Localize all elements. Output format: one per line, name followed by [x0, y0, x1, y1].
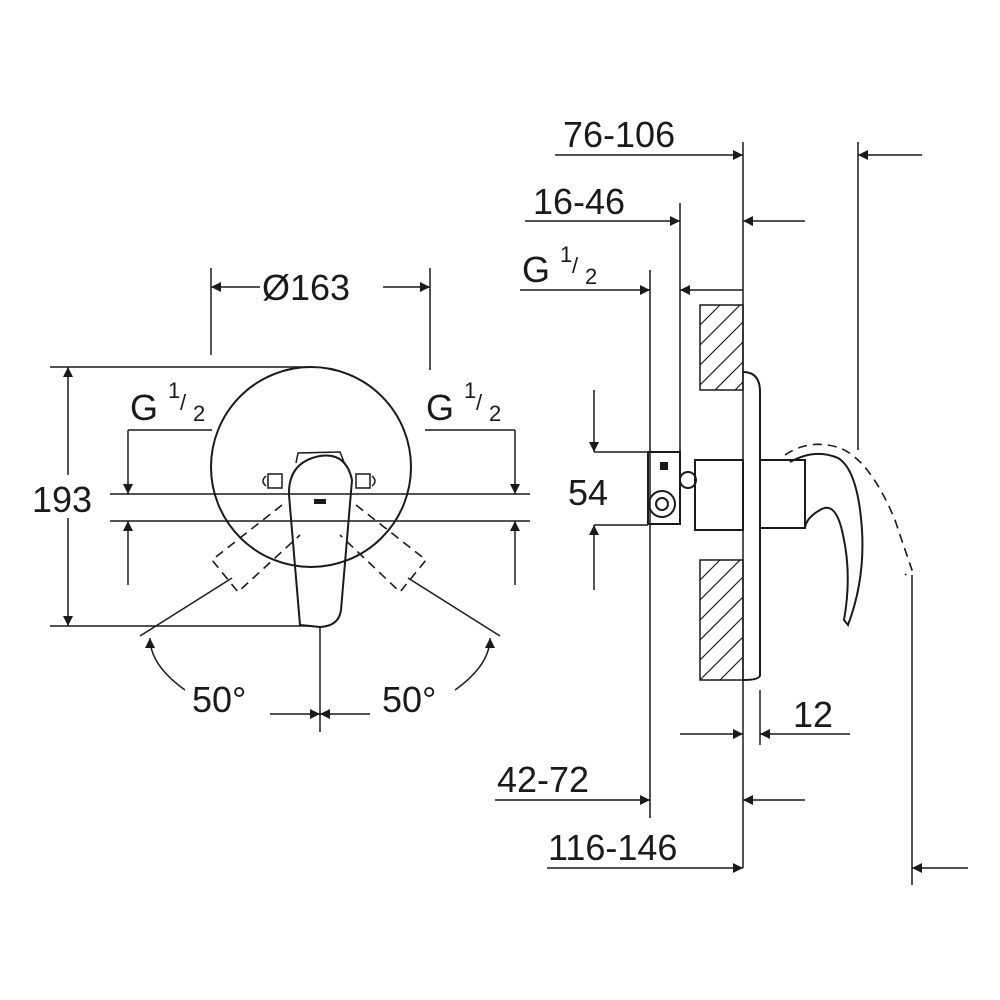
thread-left-den: 2 — [193, 401, 205, 426]
angle-left-label: 50° — [192, 679, 246, 720]
wall-hatch-upper — [699, 304, 744, 391]
thread-left-num: 1 — [168, 378, 180, 403]
handle-marker — [314, 499, 326, 504]
fitting-ring-outer — [648, 490, 676, 518]
fitting-ring-inner — [655, 497, 669, 511]
cover-plate-profile — [742, 371, 761, 681]
angle-right-label: 50° — [382, 679, 436, 720]
front-view: Ø163 193 G 1 / 2 G 1 / 2 — [32, 267, 530, 732]
lever-handle-top — [295, 451, 345, 464]
mounting-block — [647, 451, 681, 525]
side-thread-slash: / — [572, 253, 579, 278]
mounting-mark — [660, 462, 668, 470]
boss-left-cap — [262, 475, 267, 487]
thread-right-main: G — [426, 387, 454, 428]
boss-left — [267, 473, 283, 489]
side-thread-main: G — [522, 249, 550, 290]
dim-54-label: 54 — [568, 472, 608, 513]
angle-line-right — [407, 577, 501, 637]
dim-116-146-label: 116-146 — [548, 827, 677, 868]
side-thread-den: 2 — [585, 264, 597, 289]
handle-rotated-left — [210, 504, 301, 594]
handle-base — [759, 459, 806, 529]
dim-76-106-label: 76-106 — [563, 114, 675, 155]
angle-line-left — [139, 577, 233, 637]
diameter-label: Ø163 — [262, 267, 350, 308]
boss-right-cap — [371, 475, 376, 487]
handle-rotated-right — [339, 504, 428, 594]
side-view: 76-106 16-46 G 1 / 2 — [495, 114, 968, 885]
thread-right-slash: / — [476, 390, 483, 415]
lever-side-profile — [789, 452, 864, 627]
valve-body — [694, 459, 744, 531]
height-label: 193 — [32, 479, 92, 520]
lever-side-rotated — [784, 443, 913, 576]
dim-16-46-label: 16-46 — [533, 181, 625, 222]
fitting-bolt — [679, 471, 697, 489]
side-thread-num: 1 — [560, 242, 572, 267]
angle-arc-right-arrow — [454, 637, 495, 691]
thread-right-num: 1 — [464, 378, 476, 403]
boss-right — [355, 473, 371, 489]
thread-left-main: G — [130, 387, 158, 428]
thread-left-slash: / — [180, 390, 187, 415]
thread-right-den: 2 — [489, 401, 501, 426]
dim-12-label: 12 — [793, 694, 833, 735]
dim-42-72-label: 42-72 — [497, 759, 589, 800]
angle-arc-left-arrow — [145, 637, 186, 691]
wall-hatch-lower — [699, 559, 744, 681]
lever-handle — [287, 454, 354, 629]
